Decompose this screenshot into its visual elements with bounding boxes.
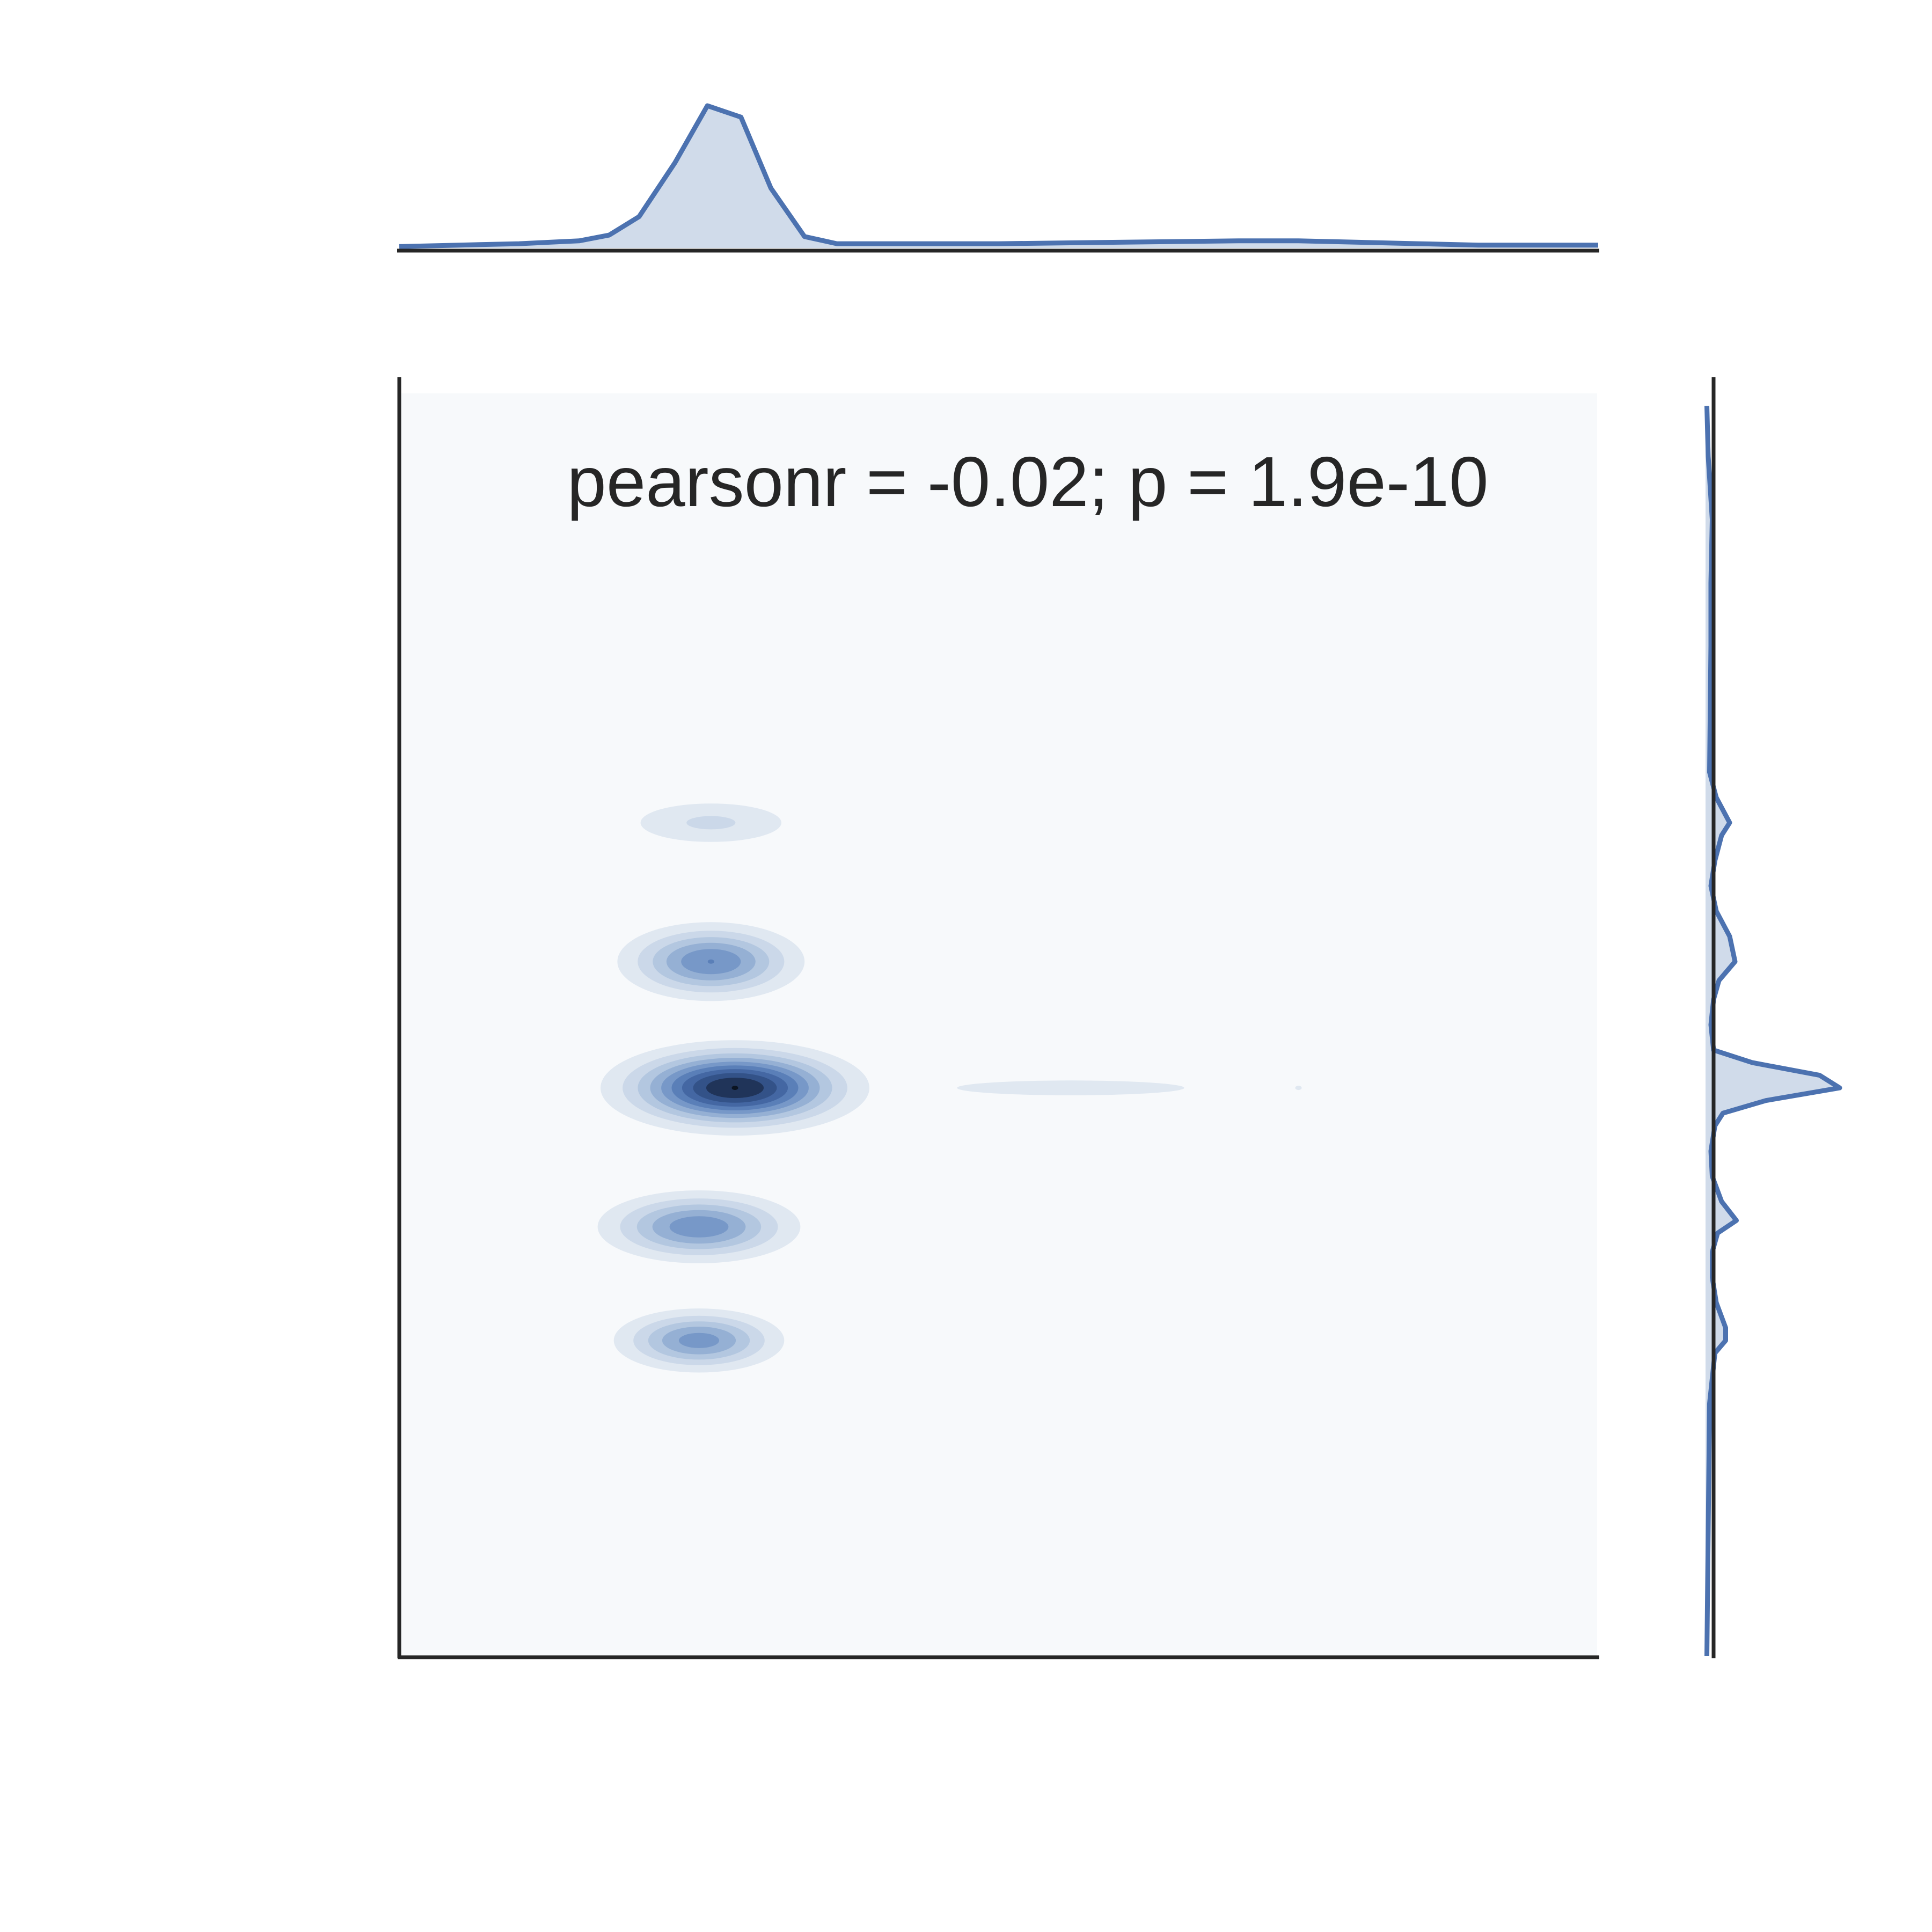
- pearson-annotation: pearsonr = -0.02; p = 1.9e-10: [567, 442, 1488, 521]
- marginal-y-line: [1704, 406, 1842, 1657]
- kde-contour-level: [669, 1216, 729, 1238]
- marginal-x-fill: [399, 106, 1598, 248]
- kde-contour-level: [678, 1333, 720, 1348]
- kde-contour-level: [707, 959, 714, 964]
- marginal-x-panel: [397, 103, 1599, 253]
- kde-contour-level: [686, 816, 736, 830]
- marginal-y-panel: [1704, 377, 1842, 1658]
- kde-contour-level: [731, 1086, 738, 1091]
- joint-panel: pearsonr = -0.02; p = 1.9e-10: [397, 377, 1599, 1659]
- kde-contours: [597, 803, 1302, 1373]
- marginal-y-fill: [1706, 406, 1840, 1656]
- kde-contour-level: [1295, 1086, 1302, 1091]
- joint-background: [398, 393, 1597, 1656]
- marginal-x-line: [399, 103, 1598, 249]
- kde-contour-level: [957, 1080, 1184, 1095]
